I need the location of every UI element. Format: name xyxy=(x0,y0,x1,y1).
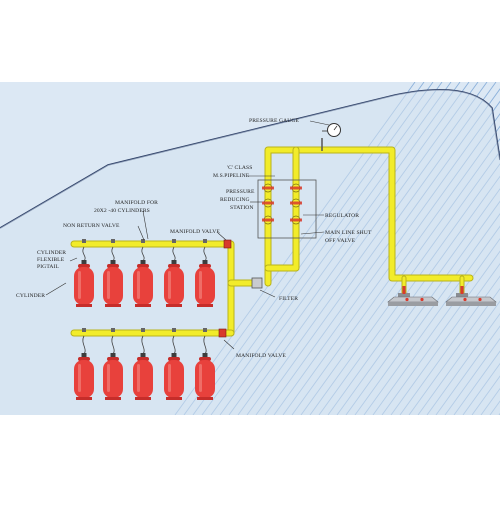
station-valve-icon xyxy=(262,183,274,193)
label-main-line-1: MAIN LINE SHUT xyxy=(325,230,372,236)
lpg-cylinder-icon xyxy=(103,328,123,400)
lpg-cylinder-icon xyxy=(103,239,123,307)
station-valve-icon xyxy=(262,215,274,225)
label-regulator: REGULATOR xyxy=(325,213,359,219)
label-manifold-for-1: MANIFOLD FOR xyxy=(115,200,158,206)
labels: PRESSURE GAUGE 'C' CLASS M.S.PIPELINE PR… xyxy=(16,118,372,359)
filter-icon xyxy=(251,277,263,289)
label-prs-1: PRESSURE xyxy=(226,189,255,195)
burner-icon xyxy=(445,286,497,306)
lpg-cylinder-icon xyxy=(133,239,153,307)
pressure-gauge-icon xyxy=(321,123,341,151)
label-cylinder: CYLINDER xyxy=(16,293,45,299)
lpg-cylinder-icon xyxy=(74,239,94,307)
label-pigtail-1: CYLINDER xyxy=(37,250,66,256)
label-c-class-2: M.S.PIPELINE xyxy=(213,173,250,179)
label-prs-2: REDUCING xyxy=(220,197,250,203)
label-non-return-valve: NON RETURN VALVE xyxy=(63,223,120,229)
leader-lines xyxy=(45,120,330,350)
manifold-valve-top-icon xyxy=(223,239,232,249)
lpg-cylinder-icon xyxy=(164,328,184,400)
lpg-cylinder-icon xyxy=(74,328,94,400)
station-valve-icon xyxy=(262,198,274,208)
label-pigtail-2: FLEXIBLE xyxy=(37,257,65,263)
station-valve-icon xyxy=(290,198,302,208)
burner-icon xyxy=(387,286,439,306)
station-valves xyxy=(262,183,302,225)
lpg-cylinder-icon xyxy=(133,328,153,400)
station-valve-icon xyxy=(290,215,302,225)
label-manifold-for-2: 20X2 -40 CYLINDERS xyxy=(94,208,150,214)
pressure-reducing-station-box xyxy=(257,179,317,239)
label-c-class-1: 'C' CLASS xyxy=(227,165,252,171)
lpg-cylinder-icon xyxy=(195,239,215,307)
manifold-valve-bottom-icon xyxy=(218,328,227,338)
label-filter: FILTER xyxy=(279,296,298,302)
bottom-cylinder-bank xyxy=(74,328,215,400)
station-valve-icon xyxy=(290,183,302,193)
lpg-cylinder-icon xyxy=(195,328,215,400)
label-manifold-valve-bottom: MANIFOLD VALVE xyxy=(236,353,286,359)
label-prs-3: STATION xyxy=(230,205,254,211)
label-main-line-2: OFF VALVE xyxy=(325,238,356,244)
label-pigtail-3: PIGTAIL xyxy=(37,264,59,270)
label-manifold-valve-top: MANIFOLD VALVE xyxy=(170,229,220,235)
burner-groups xyxy=(387,286,497,306)
lpg-cylinder-icon xyxy=(164,239,184,307)
label-pressure-gauge: PRESSURE GAUGE xyxy=(249,118,300,124)
top-cylinder-bank xyxy=(74,239,215,307)
